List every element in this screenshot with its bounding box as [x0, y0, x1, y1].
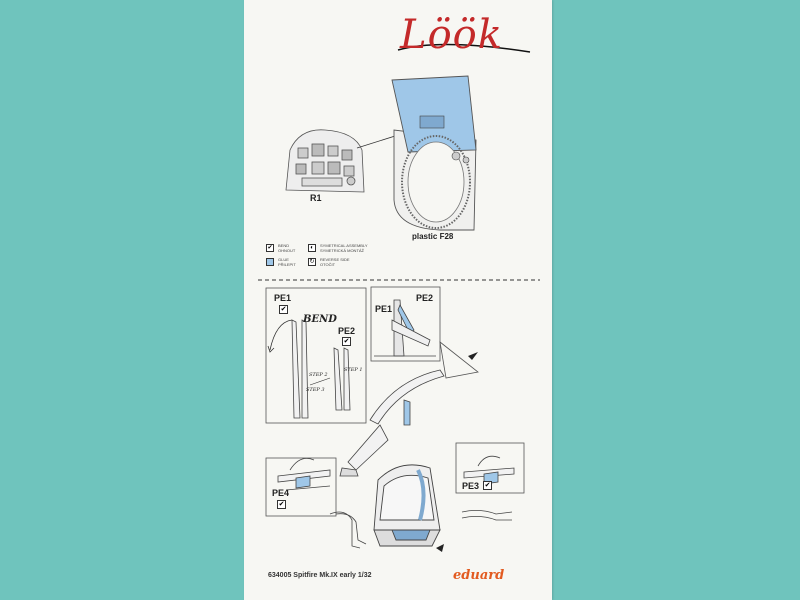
- label-pe1-detail: PE1: [375, 304, 393, 314]
- pilot-seat: [373, 464, 441, 547]
- check-icon-pe4: ✔: [277, 500, 286, 509]
- legend-glue-text: GLUE PŘILEPIT: [278, 257, 296, 267]
- symmetrical-icon: ◐: [308, 244, 316, 252]
- harness-main: [339, 369, 445, 477]
- label-bend: BEND: [303, 314, 337, 325]
- label-pe4: PE4: [272, 488, 290, 498]
- part-label-r1: R1: [310, 193, 322, 203]
- legend-symmetrical-text: SYMETRICAL ASSEMBLY SYMETRICKÁ MONTÁŽ: [320, 243, 368, 253]
- label-step2: STEP 2: [309, 372, 328, 378]
- label-step3: STEP 3: [306, 387, 325, 393]
- glue-icon: [266, 258, 274, 266]
- bulkhead-f28: [391, 75, 477, 231]
- part-label-plastic-f28: plastic F28: [412, 232, 454, 241]
- pe3-detail-box: [455, 442, 525, 494]
- belt-straps: [291, 319, 351, 419]
- seat-headrest: [439, 341, 479, 379]
- footer-product-line: 634005 Spitfire Mk.IX early 1/32: [268, 572, 372, 579]
- label-pe3: PE3: [462, 481, 480, 491]
- instrument-panel-r1: [285, 129, 365, 193]
- check-icon-pe3: ✔: [483, 481, 492, 490]
- check-icon-pe1: ✔: [279, 305, 288, 314]
- legend-bend-text: BEND OHNOUT: [278, 243, 296, 253]
- bend-icon: ✔: [266, 244, 274, 252]
- reverse-icon: ↻: [308, 258, 316, 266]
- pe1-pe2-detail-box: [370, 286, 441, 362]
- label-pe2-detail: PE2: [416, 293, 434, 303]
- legend-reverse-text: REVERSE SIDE OTOČIT: [320, 257, 350, 267]
- label-step1: STEP 1: [344, 367, 363, 373]
- look-logo: Löök: [400, 12, 503, 58]
- check-icon-pe2: ✔: [342, 337, 351, 346]
- label-pe2-left: PE2: [338, 326, 356, 336]
- label-pe1-left: PE1: [274, 293, 292, 303]
- belt-detail-box: [265, 287, 367, 424]
- logo-swoosh: [397, 43, 531, 53]
- pe4-detail-box: [265, 457, 337, 517]
- eduard-logo: eduard: [453, 568, 505, 583]
